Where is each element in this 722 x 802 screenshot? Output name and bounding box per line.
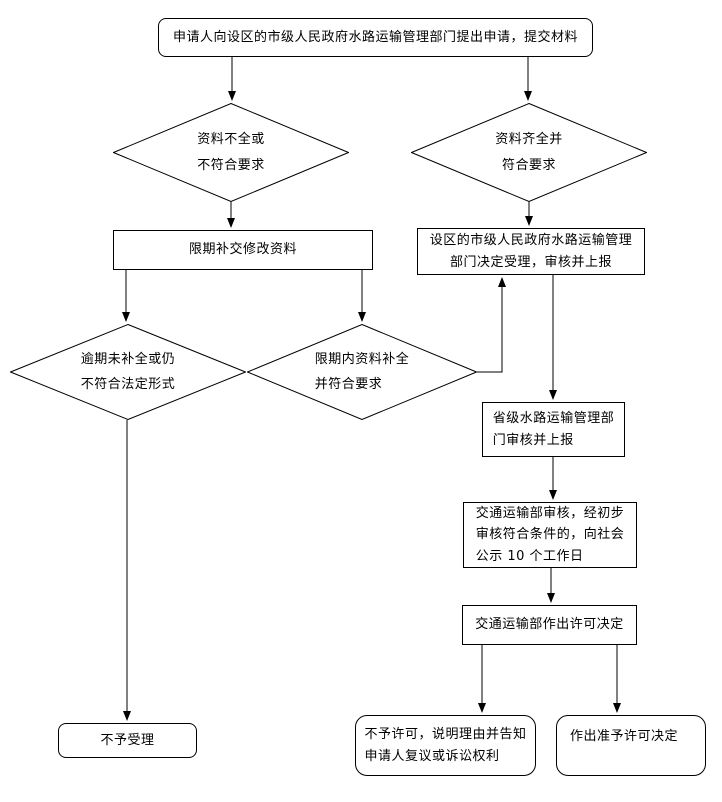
process-province-review: 省级水路运输管理部 门审核并上报	[482, 402, 625, 457]
connector-intime-to-city-accept	[477, 277, 506, 373]
node-label: 交通运输部审核，经初步 审核符合条件的，向社会 公示 10 个工作日	[475, 505, 625, 564]
node-label: 申请人向设区的市级人民政府水路运输管理部门提出申请，提交材料	[172, 29, 578, 45]
terminator-deny-permit: 不予许可，说明理由并告知 申请人复议或诉讼权利	[355, 715, 536, 776]
node-label: 资料不全或 不符合要求	[197, 132, 265, 173]
diamond-shape	[10, 324, 246, 420]
node-label: 交通运输部作出许可决定	[475, 617, 624, 633]
terminator-grant-permit: 作出准予许可决定	[556, 715, 706, 776]
decision-materials-complete: 资料齐全并 符合要求	[411, 103, 647, 202]
process-supplement-materials: 限期补交修改资料	[113, 230, 373, 270]
node-label: 作出准予许可决定	[570, 729, 679, 744]
terminator-not-accepted: 不予受理	[58, 723, 197, 758]
process-mot-review-publicity: 交通运输部审核，经初步 审核符合条件的，向社会 公示 10 个工作日	[463, 502, 637, 568]
node-label: 省级水路运输管理部 门审核并上报	[492, 411, 615, 448]
diamond-shape	[411, 103, 647, 202]
decision-materials-incomplete: 资料不全或 不符合要求	[113, 103, 349, 202]
node-label: 不予许可，说明理由并告知 申请人复议或诉讼权利	[364, 727, 527, 764]
terminator-apply-materials: 申请人向设区的市级人民政府水路运输管理部门提出申请，提交材料	[158, 18, 593, 57]
diamond-shape	[113, 103, 349, 202]
decision-overdue-incomplete: 逾期未补全或仍 不符合法定形式	[10, 324, 246, 420]
process-city-accept-review: 设区的市级人民政府水路运输管理 部门决定受理，审核并上报	[417, 228, 645, 275]
decision-supplemented-in-time: 限期内资料补全 并符合要求	[247, 324, 477, 420]
node-label: 不予受理	[100, 732, 155, 748]
process-mot-decision: 交通运输部作出许可决定	[462, 605, 637, 645]
node-label: 资料齐全并 符合要求	[495, 132, 563, 173]
node-label: 逾期未补全或仍 不符合法定形式	[80, 351, 176, 392]
diamond-shape	[247, 324, 477, 420]
node-label: 限期内资料补全 并符合要求	[314, 351, 410, 392]
node-label: 限期补交修改资料	[188, 242, 297, 258]
node-label: 设区的市级人民政府水路运输管理 部门决定受理，审核并上报	[429, 233, 633, 270]
